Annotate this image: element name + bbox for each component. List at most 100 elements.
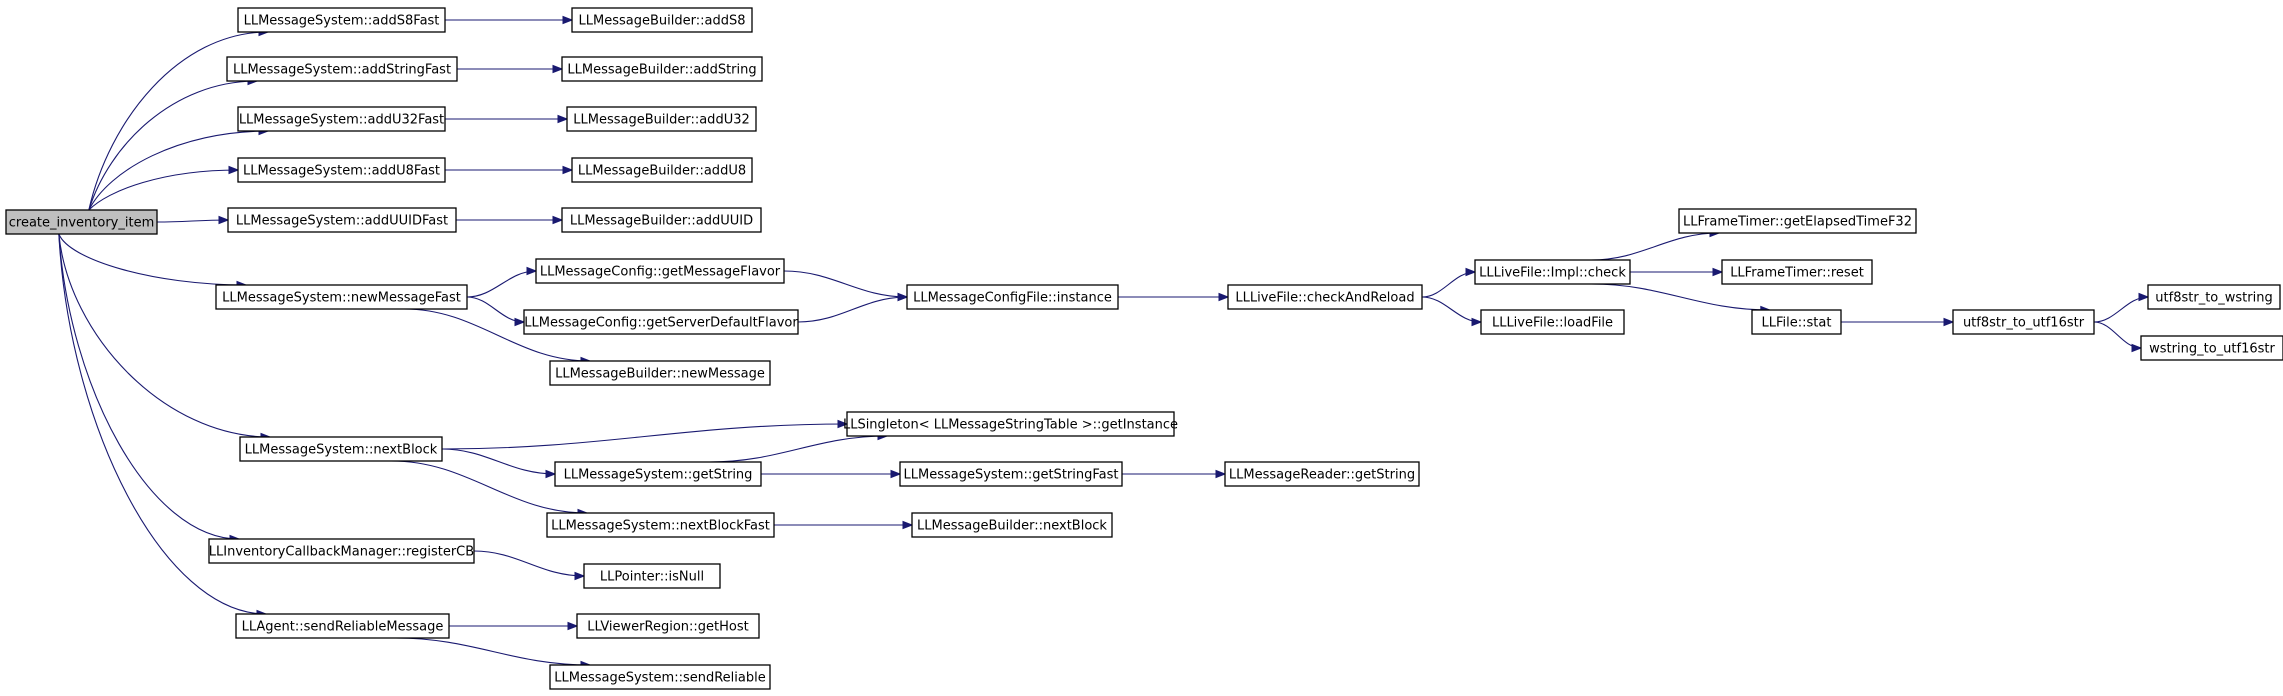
graph-node[interactable]: LLMessageBuilder::newMessage bbox=[549, 360, 771, 386]
edge-line bbox=[783, 270, 908, 298]
node-box bbox=[208, 538, 475, 564]
node-label: LLMessageSystem::newMessageFast bbox=[222, 291, 461, 306]
node-label: LLMessageSystem::nextBlock bbox=[245, 443, 438, 458]
edge-arrowhead bbox=[1943, 317, 1955, 327]
node-box bbox=[1227, 284, 1423, 310]
edge-n32-n33 bbox=[473, 550, 586, 581]
nodes-layer: create_inventory_item LLMessageSystem::ad… bbox=[5, 7, 2283, 690]
node-label: LLMessageConfig::getMessageFlavor bbox=[540, 265, 781, 280]
node-box bbox=[239, 436, 443, 462]
node-box bbox=[226, 56, 458, 82]
edge-n15-n16 bbox=[1118, 292, 1230, 302]
graph-node[interactable]: LLMessageReader::getString bbox=[1224, 461, 1420, 487]
graph-node[interactable]: LLMessageSystem::newMessageFast bbox=[215, 284, 468, 310]
node-box bbox=[554, 461, 762, 487]
node-label: LLMessageBuilder::nextBlock bbox=[917, 519, 1107, 534]
edge-line bbox=[2093, 296, 2149, 323]
node-box bbox=[571, 157, 753, 183]
graph-node[interactable]: utf8str_to_utf16str bbox=[1952, 309, 2095, 335]
graph-node[interactable]: LLMessageConfig::getMessageFlavor bbox=[535, 258, 785, 284]
graph-node[interactable]: LLViewerRegion::getHost bbox=[576, 613, 760, 639]
graph-node[interactable]: LLMessageSystem::addU32Fast bbox=[237, 106, 446, 132]
edge-arrowhead bbox=[1712, 267, 1724, 277]
graph-node[interactable]: LLMessageConfigFile::instance bbox=[906, 284, 1119, 310]
graph-node[interactable]: LLPointer::isNull bbox=[583, 563, 721, 589]
edge-line bbox=[88, 130, 269, 211]
edge-line bbox=[1591, 283, 1770, 311]
graph-node[interactable]: LLLiveFile::checkAndReload bbox=[1227, 284, 1423, 310]
node-label: LLMessageSystem::sendReliable bbox=[554, 671, 765, 686]
graph-node[interactable]: LLMessageConfig::getServerDefaultFlavor bbox=[523, 309, 799, 335]
node-label: LLMessageSystem::addS8Fast bbox=[244, 14, 440, 29]
graph-node[interactable]: LLInventoryCallbackManager::registerCB bbox=[208, 538, 475, 564]
edge-n34-n35 bbox=[449, 621, 579, 631]
edge-arrowhead bbox=[562, 165, 574, 175]
graph-node[interactable]: LLFrameTimer::getElapsedTimeF32 bbox=[1678, 208, 1917, 234]
edge-arrowhead bbox=[567, 621, 579, 631]
edge-line bbox=[466, 270, 537, 298]
graph-node[interactable]: LLMessageBuilder::addString bbox=[561, 56, 763, 82]
edge-arrowhead bbox=[897, 292, 909, 302]
edge-arrowhead bbox=[1471, 317, 1483, 327]
graph-node[interactable]: LLMessageSystem::getString bbox=[554, 461, 762, 487]
graph-node[interactable]: LLSingleton< LLMessageStringTable >::get… bbox=[843, 411, 1178, 437]
edge-n1-n2 bbox=[445, 15, 574, 25]
graph-node[interactable]: LLMessageSystem::nextBlock bbox=[239, 436, 443, 462]
edge-arrowhead bbox=[552, 64, 564, 74]
edge-line bbox=[88, 169, 239, 211]
node-box bbox=[906, 284, 1119, 310]
node-label: LLMessageBuilder::addString bbox=[567, 63, 756, 78]
graph-node[interactable]: LLMessageSystem::addS8Fast bbox=[237, 7, 446, 33]
node-label: LLFrameTimer::reset bbox=[1730, 266, 1864, 281]
edge-n16-n17 bbox=[1421, 267, 1477, 298]
graph-node[interactable]: LLMessageSystem::getStringFast bbox=[899, 461, 1123, 487]
node-label: LLMessageBuilder::addU32 bbox=[573, 113, 750, 128]
node-box bbox=[5, 209, 158, 235]
edge-n28-n29 bbox=[1122, 469, 1227, 479]
node-box bbox=[1474, 259, 1631, 285]
node-box bbox=[549, 664, 771, 690]
graph-node[interactable]: LLMessageSystem::nextBlockFast bbox=[546, 512, 775, 538]
node-label: LLPointer::isNull bbox=[600, 570, 704, 585]
graph-node[interactable]: LLLiveFile::Impl::check bbox=[1474, 259, 1631, 285]
graph-node[interactable]: LLMessageSystem::addU8Fast bbox=[237, 157, 446, 183]
edge-line bbox=[797, 296, 908, 323]
node-box bbox=[2147, 284, 2281, 310]
edge-arrowhead bbox=[2131, 343, 2143, 353]
node-label: LLMessageSystem::addU32Fast bbox=[239, 113, 444, 128]
edge-line bbox=[404, 308, 591, 362]
graph-node[interactable]: LLMessageBuilder::addU8 bbox=[571, 157, 753, 183]
graph-node[interactable]: LLMessageBuilder::nextBlock bbox=[911, 512, 1113, 538]
graph-node[interactable]: LLFile::stat bbox=[1751, 309, 1842, 335]
edge-n16-n18 bbox=[1421, 296, 1483, 327]
edge-n12-n15 bbox=[783, 270, 909, 302]
graph-node[interactable]: LLLiveFile::loadFile bbox=[1480, 309, 1625, 335]
graph-node[interactable]: LLMessageBuilder::addUUID bbox=[561, 207, 762, 233]
node-label: LLMessageSystem::addUUIDFast bbox=[236, 214, 448, 229]
graph-node[interactable]: wstring_to_utf16str bbox=[2140, 335, 2283, 361]
edge-n25-n27 bbox=[441, 448, 557, 479]
graph-node[interactable]: LLMessageSystem::sendReliable bbox=[549, 664, 771, 690]
graph-node[interactable]: LLMessageBuilder::addS8 bbox=[571, 7, 753, 33]
edge-n25-n26 bbox=[441, 419, 849, 450]
edge-n27-n28 bbox=[761, 469, 902, 479]
graph-node[interactable]: utf8str_to_wstring bbox=[2147, 284, 2281, 310]
node-box bbox=[899, 461, 1123, 487]
graph-node[interactable]: LLMessageSystem::addUUIDFast bbox=[227, 207, 457, 233]
node-box bbox=[546, 512, 775, 538]
node-box bbox=[571, 7, 753, 33]
graph-node[interactable]: LLMessageSystem::addStringFast bbox=[226, 56, 458, 82]
graph-node[interactable]: LLMessageBuilder::addU32 bbox=[566, 106, 757, 132]
edge-arrowhead bbox=[557, 114, 569, 124]
graph-node[interactable]: LLAgent::sendReliableMessage bbox=[235, 613, 450, 639]
edge-n30-n31 bbox=[774, 520, 914, 530]
node-box bbox=[1952, 309, 2095, 335]
graph-node[interactable]: LLFrameTimer::reset bbox=[1721, 259, 1873, 285]
node-box bbox=[576, 613, 760, 639]
edge-arrowhead bbox=[574, 571, 586, 581]
edge-n22-n23 bbox=[2093, 292, 2150, 323]
root-node[interactable]: create_inventory_item bbox=[5, 209, 158, 235]
node-label: LLSingleton< LLMessageStringTable >::get… bbox=[843, 418, 1178, 433]
node-box bbox=[227, 207, 457, 233]
